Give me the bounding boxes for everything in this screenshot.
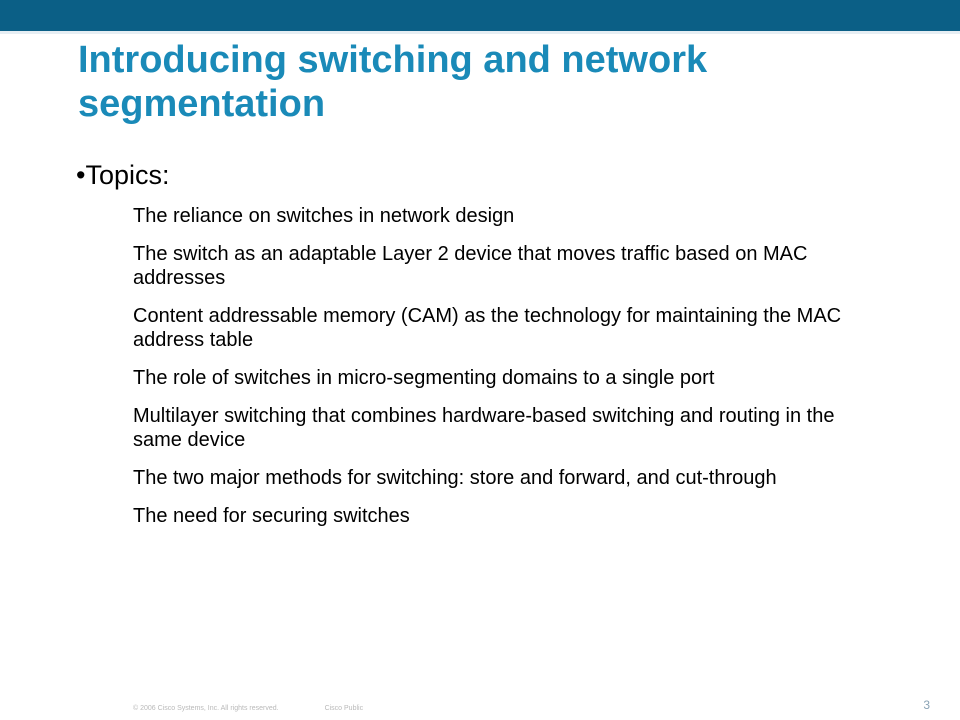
- classification-text: Cisco Public: [324, 705, 364, 712]
- topics-heading: •Topics:: [76, 160, 170, 190]
- header-bar: [0, 0, 960, 34]
- topic-item: The need for securing switches: [133, 505, 410, 527]
- topic-item: The switch as an adaptable Layer 2 devic…: [133, 243, 808, 289]
- topic-item: The reliance on switches in network desi…: [133, 205, 515, 227]
- topic-item: The role of switches in micro-segmenting…: [133, 367, 715, 389]
- topic-item: The two major methods for switching: sto…: [133, 467, 777, 489]
- topic-list: The reliance on switches in network desi…: [133, 204, 873, 542]
- copyright-text: © 2006 Cisco Systems, Inc. All rights re…: [133, 705, 279, 712]
- footer: © 2006 Cisco Systems, Inc. All rights re…: [133, 705, 407, 712]
- page-number: 3: [923, 698, 930, 712]
- topic-item: Content addressable memory (CAM) as the …: [133, 305, 842, 351]
- slide-title: Introducing switching and network segmen…: [78, 39, 708, 125]
- topic-item: Multilayer switching that combines hardw…: [133, 405, 835, 451]
